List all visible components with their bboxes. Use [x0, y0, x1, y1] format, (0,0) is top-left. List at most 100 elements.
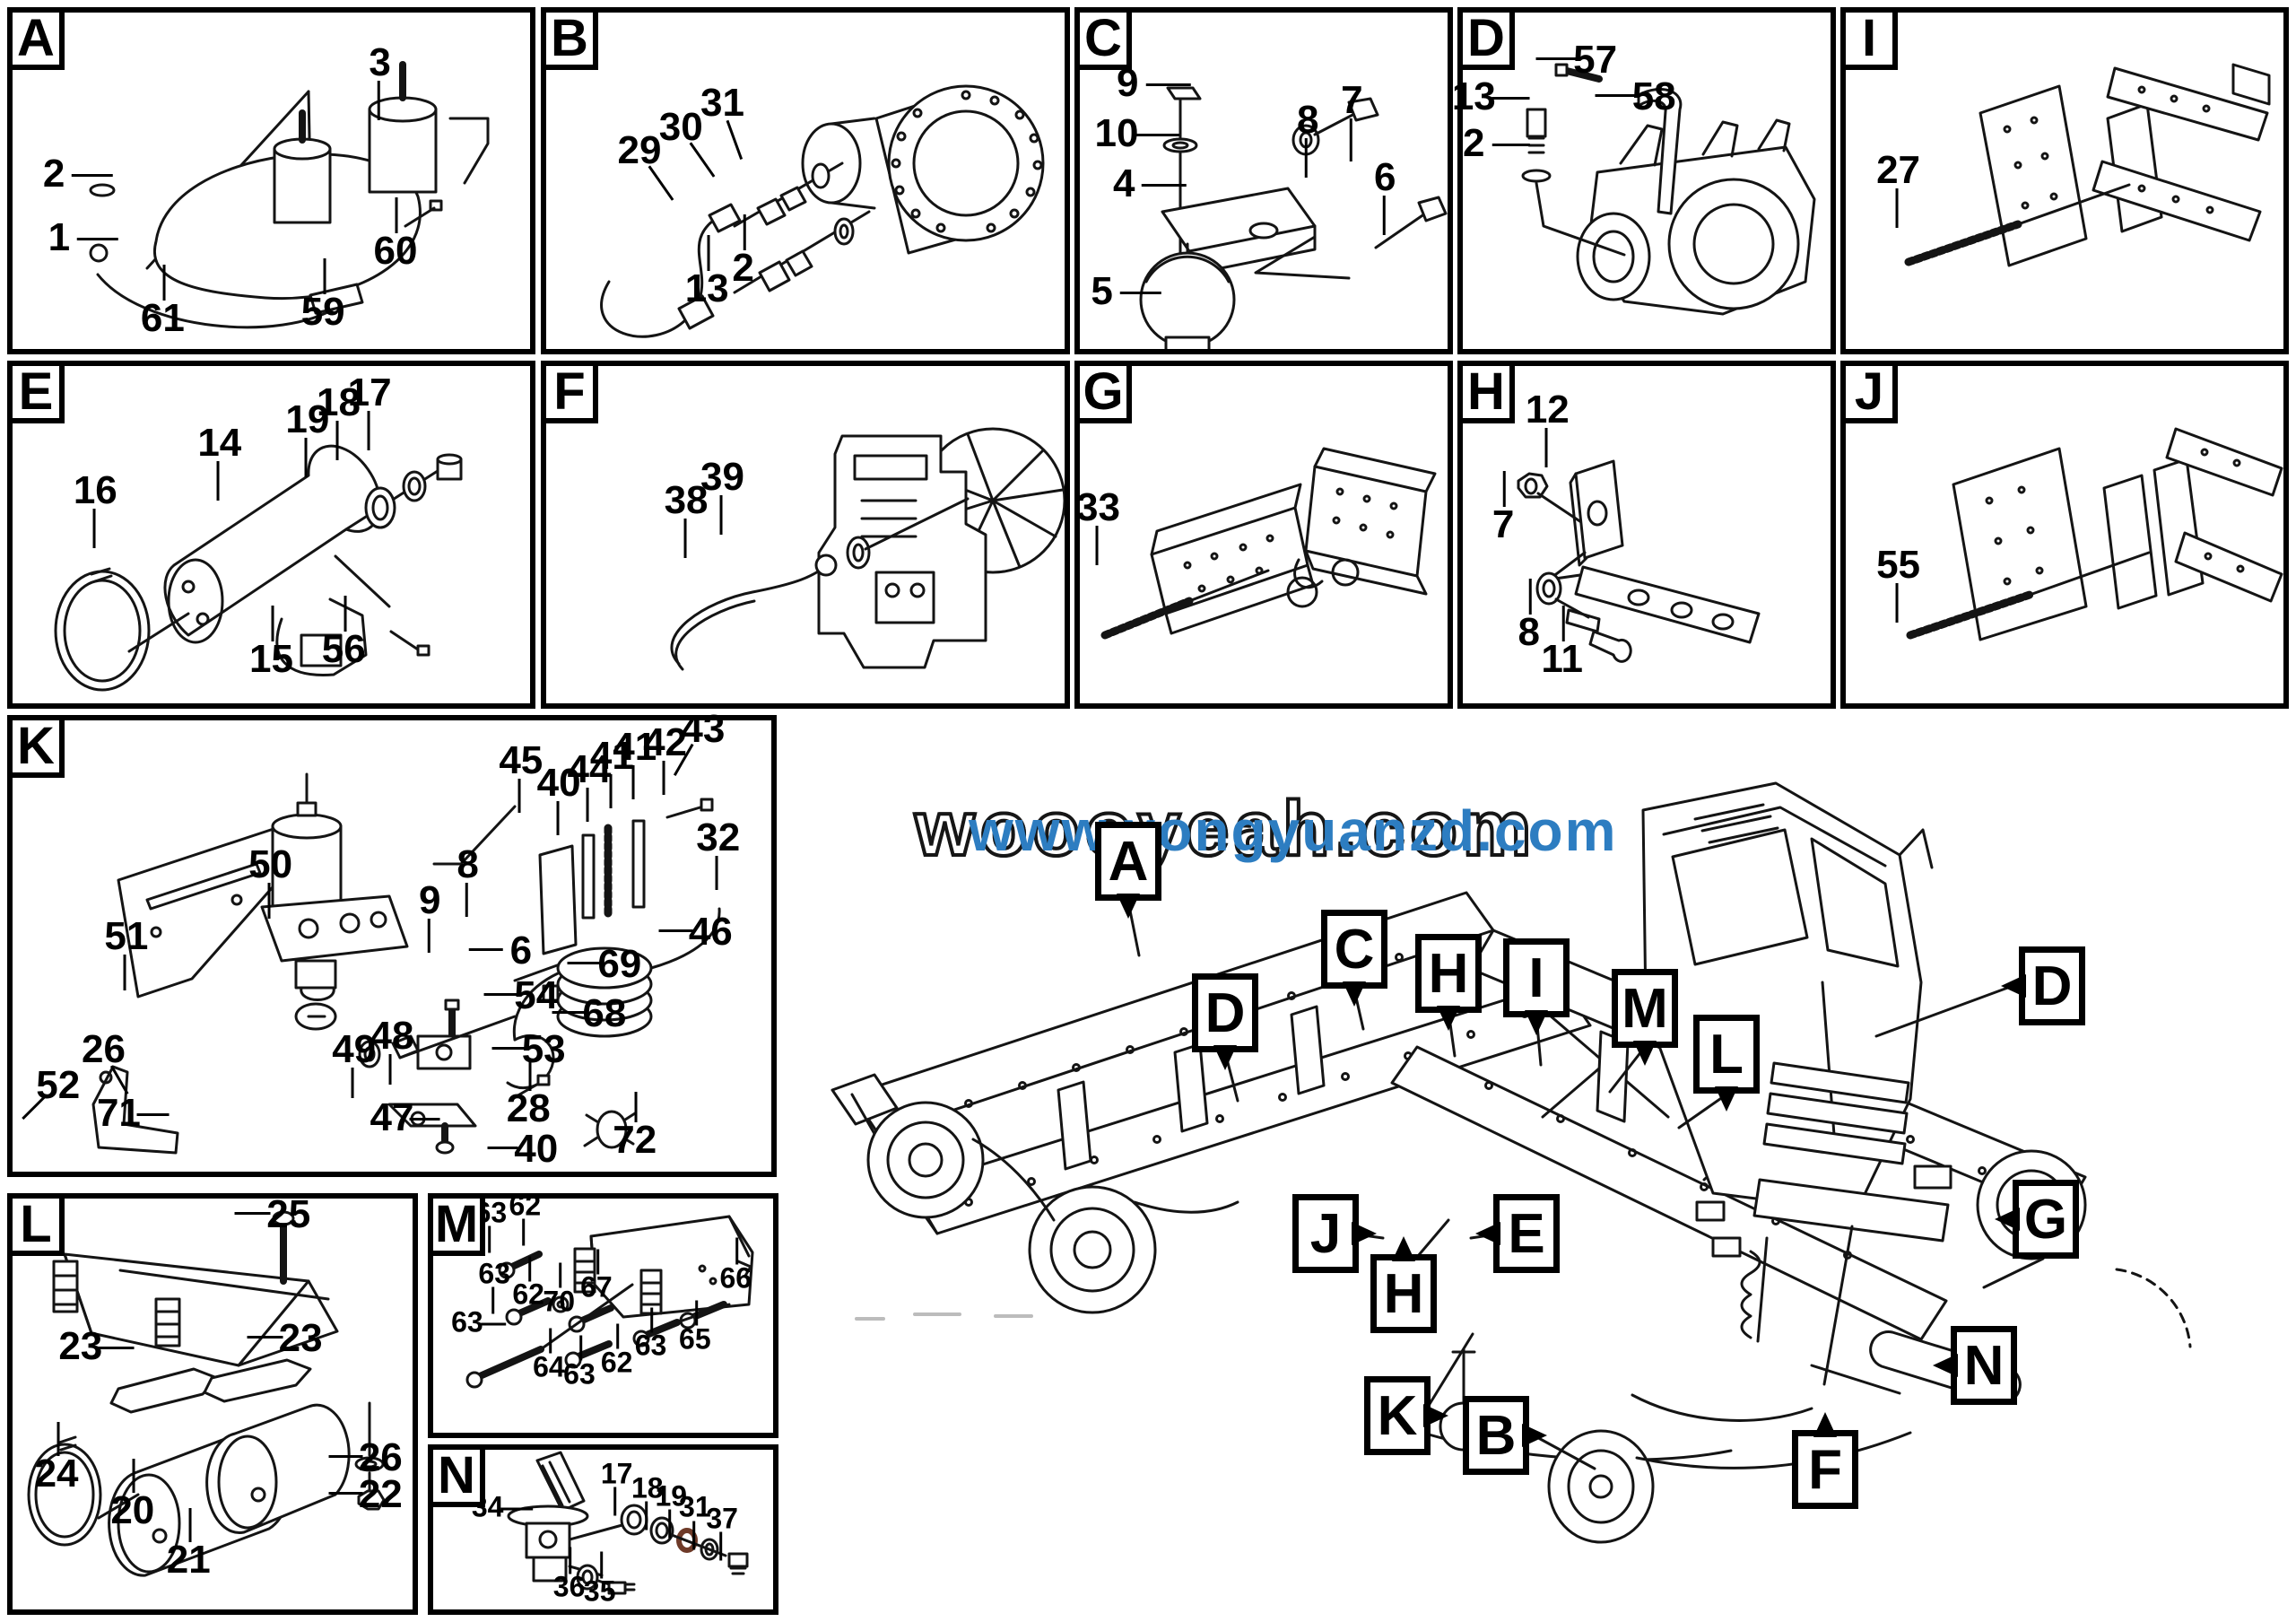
panel-E-drawing — [54, 444, 463, 692]
leader-line — [715, 855, 718, 890]
truck-label-E: E — [1475, 1194, 1560, 1273]
callout-54: 54 — [483, 973, 558, 1018]
callout-22: 22 — [328, 1472, 403, 1517]
callout-26: 26 — [82, 1027, 129, 1095]
truck-label-L: L — [1693, 1015, 1760, 1112]
truck-label-C: C — [1321, 910, 1387, 1007]
callout-50: 50 — [248, 842, 292, 919]
leader-line — [1503, 470, 1507, 507]
leader-line — [483, 992, 518, 996]
truck-label-G: G — [1995, 1180, 2079, 1259]
leader-line — [1145, 83, 1191, 86]
watermark-blue-text: www.yongyuanzd.com — [969, 798, 1618, 863]
leader-line — [216, 461, 220, 501]
panel-D-letter: D — [1457, 7, 1515, 70]
callout-21: 21 — [167, 1508, 211, 1583]
leader-line — [1305, 138, 1309, 178]
callout-17: 17 — [601, 1457, 632, 1516]
pointer-right-icon — [1423, 1404, 1448, 1427]
leader-line — [323, 257, 326, 294]
leader-line — [1528, 579, 1532, 615]
truck-label-N: N — [1933, 1326, 2017, 1405]
callout-62: 62 — [601, 1323, 632, 1379]
leader-line — [631, 765, 635, 800]
truck-label-H: H — [1370, 1236, 1437, 1333]
pointer-down-icon — [1213, 1045, 1237, 1070]
callout-38: 38 — [665, 478, 709, 559]
pointer-down-icon — [1117, 894, 1140, 919]
callout-11: 11 — [1541, 606, 1583, 682]
panel-H-drawing — [1517, 459, 1761, 663]
leader-line — [488, 1225, 491, 1253]
leader-line — [609, 774, 613, 809]
leader-line — [1895, 582, 1899, 623]
callout-10: 10 — [1095, 111, 1179, 156]
leader-line — [1095, 525, 1099, 565]
callout-46: 46 — [658, 910, 733, 955]
panel-J: 55 J — [1840, 361, 2289, 709]
leader-line — [162, 265, 166, 301]
leader-line — [344, 595, 347, 632]
callout-45: 45 — [499, 738, 543, 814]
pointer-up-icon — [1392, 1236, 1415, 1261]
callout-65: 65 — [679, 1300, 711, 1356]
callout-40: 40 — [537, 761, 581, 836]
panel-M-drawing — [465, 1215, 754, 1389]
callout-67: 67 — [580, 1249, 613, 1304]
callout-37: 37 — [706, 1502, 738, 1561]
leader-line — [552, 1010, 587, 1014]
leader-line — [351, 1068, 354, 1099]
leader-line — [491, 1286, 495, 1314]
leader-line — [599, 1551, 603, 1579]
pointer-left-icon — [2001, 974, 2026, 998]
leader-line — [328, 1454, 363, 1458]
leader-line — [234, 1212, 271, 1216]
truck-label-D: D — [2001, 946, 2085, 1025]
leader-line — [719, 1531, 723, 1561]
leader-line — [1535, 57, 1578, 60]
leader-line — [1595, 93, 1637, 97]
leader-line — [556, 801, 560, 836]
callout-52: 52 — [22, 1063, 80, 1121]
leader-line — [662, 761, 665, 796]
callout-62: 62 — [512, 1256, 544, 1312]
leader-line — [1134, 134, 1179, 136]
callout-20: 20 — [110, 1459, 154, 1533]
pointer-left-icon — [1475, 1222, 1500, 1245]
pointer-up-icon — [1813, 1412, 1837, 1437]
callout-23: 23 — [247, 1316, 323, 1361]
callout-8: 8 — [457, 842, 479, 917]
panel-H-letter: H — [1457, 361, 1515, 423]
callout-39: 39 — [700, 455, 744, 536]
callout-63: 63 — [451, 1306, 506, 1339]
panel-K-letter: K — [7, 715, 65, 778]
callout-33: 33 — [1076, 485, 1120, 565]
leader-line — [500, 1507, 534, 1511]
callout-26: 26 — [328, 1435, 403, 1480]
callout-2: 2 — [1463, 121, 1530, 166]
truck-label-B: B — [1463, 1396, 1547, 1475]
leader-line — [98, 1346, 135, 1349]
leader-line — [335, 421, 339, 461]
leader-line — [409, 1117, 440, 1121]
callout-3: 3 — [369, 40, 391, 121]
callout-18: 18 — [631, 1471, 664, 1530]
truck-label-I: I — [1503, 938, 1570, 1035]
panel-B-letter: B — [541, 7, 598, 70]
callout-71: 71 — [97, 1091, 170, 1136]
leader-line — [1142, 184, 1187, 187]
callout-2: 2 — [43, 152, 114, 196]
panel-J-drawing — [1906, 427, 2283, 641]
leader-line — [76, 238, 118, 241]
truck-label-F: F — [1792, 1412, 1858, 1509]
pointer-down-icon — [1715, 1086, 1738, 1112]
leader-line — [1561, 606, 1565, 642]
callout-47: 47 — [370, 1095, 440, 1140]
